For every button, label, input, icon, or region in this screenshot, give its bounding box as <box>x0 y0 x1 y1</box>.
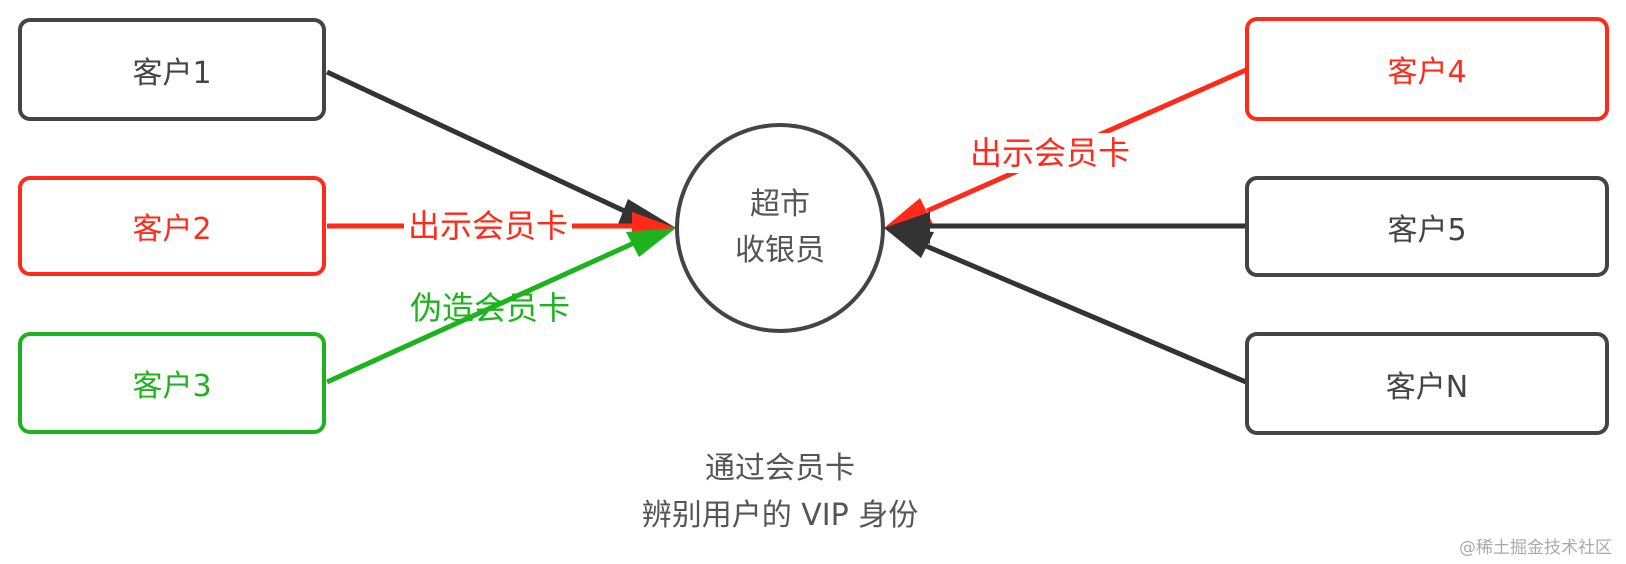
cashier-label-line2: 收银员 <box>735 233 825 268</box>
watermark: @稀土掘金技术社区 <box>1459 538 1612 558</box>
cashier-node: 超市 收银员 <box>675 123 885 333</box>
edge-client3 <box>325 240 636 385</box>
caption-line2: 辨别用户的 VIP 身份 <box>641 498 919 533</box>
arrowhead-client3 <box>626 228 676 257</box>
edge-client1 <box>325 69 635 218</box>
client-node-2: 客户2 <box>18 176 326 276</box>
client-node-4: 客户4 <box>1245 17 1609 121</box>
caption-line1: 通过会员卡 <box>705 451 855 486</box>
arrowhead-clientN <box>884 228 934 258</box>
client-node-label: 客户5 <box>1387 212 1467 248</box>
client-node-label: 客户2 <box>132 212 212 247</box>
client-node-3: 客户3 <box>18 332 326 434</box>
edge-label-client3: 伪造会员卡 <box>410 289 571 327</box>
cashier-label-line1: 超市 <box>750 187 810 222</box>
client-node-1: 客户1 <box>18 18 326 121</box>
client-node-label: 客户1 <box>132 55 212 91</box>
client-node-n: 客户N <box>1245 332 1609 435</box>
edge-clientN <box>925 243 1247 385</box>
edge-label-client4: 出示会员卡 <box>966 133 1135 173</box>
client-node-label: 客户N <box>1385 369 1469 405</box>
client-node-5: 客户5 <box>1245 176 1609 277</box>
edge-label-client2: 出示会员卡 <box>404 206 573 246</box>
client-node-label: 客户3 <box>132 369 212 404</box>
client-node-label: 客户4 <box>1387 55 1467 90</box>
